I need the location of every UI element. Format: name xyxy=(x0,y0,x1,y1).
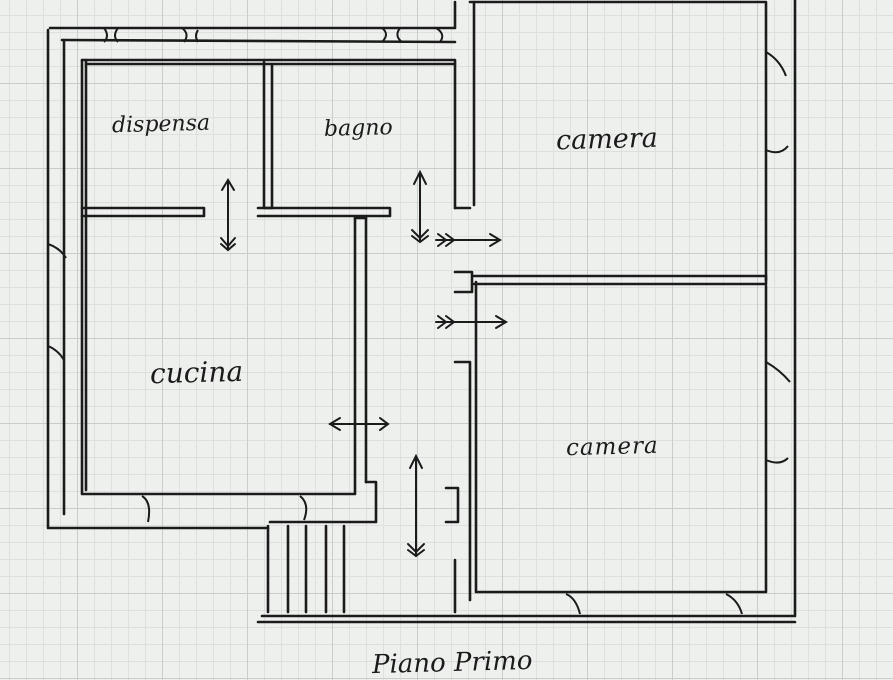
interior-partitions xyxy=(80,58,472,218)
arrow-cucina xyxy=(328,417,390,431)
window-symbol xyxy=(381,27,403,43)
window-symbol xyxy=(765,51,787,77)
outer-wall-left xyxy=(46,0,457,530)
wall-camere xyxy=(256,0,797,624)
room-label-camera-1: camera xyxy=(555,122,659,157)
room-label-cucina: cucina xyxy=(149,354,244,391)
window-symbol xyxy=(141,495,151,523)
window-symbol xyxy=(765,145,789,154)
stairs xyxy=(266,524,346,614)
window-symbol xyxy=(725,593,743,615)
arrow-camera-2 xyxy=(435,315,508,329)
window-symbol xyxy=(435,27,444,43)
plan-caption: Piano Primo xyxy=(371,645,533,680)
window-symbol xyxy=(47,243,67,259)
arrow-bagno xyxy=(411,169,429,244)
window-symbol xyxy=(565,593,581,615)
room-label-dispensa: dispensa xyxy=(111,110,211,139)
windows xyxy=(47,27,791,615)
door-arrows xyxy=(220,169,508,558)
room-label-bagno: bagno xyxy=(323,115,394,142)
window-symbol xyxy=(181,27,199,43)
window-symbol xyxy=(765,361,791,383)
arrow-dispensa xyxy=(220,178,236,252)
room-label-camera-2: camera xyxy=(565,432,660,462)
arrow-landing xyxy=(407,453,425,558)
arrow-camera-1 xyxy=(435,233,502,247)
window-symbol xyxy=(103,27,119,43)
wall-cucina xyxy=(80,58,378,524)
window-symbol xyxy=(299,495,308,521)
landing-walls xyxy=(444,486,460,614)
window-symbol xyxy=(765,457,789,464)
window-symbol xyxy=(47,345,65,361)
